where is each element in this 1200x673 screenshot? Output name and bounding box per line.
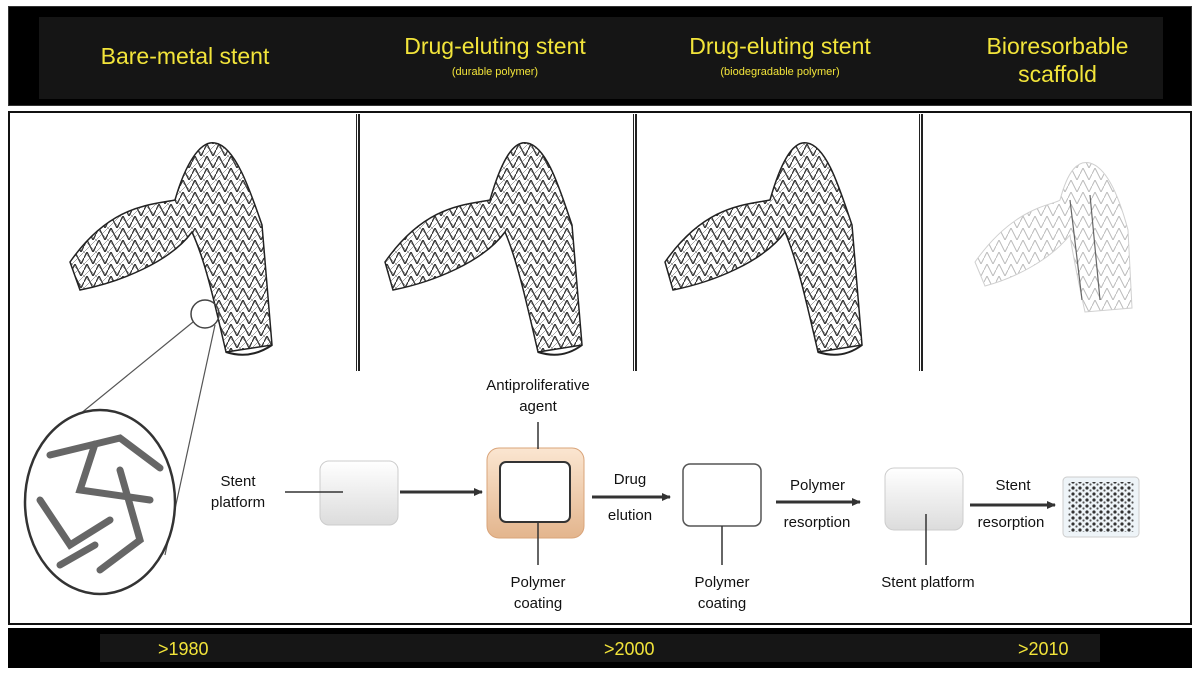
header-subtitle: (biodegradable polymer): [720, 66, 840, 78]
header-title: Bare-metal stent: [100, 43, 270, 69]
column-divider: [919, 114, 923, 371]
header-title: Bioresorbable scaffold: [986, 33, 1129, 87]
label-polymer: Polymer: [789, 477, 845, 494]
era-1980: >1980: [158, 639, 209, 659]
label-drug: Drug: [613, 471, 647, 488]
header-inner: [39, 17, 1163, 99]
box-resorbed-particles: [1062, 476, 1140, 538]
box-bare-platform: [884, 467, 964, 531]
label-elution: elution: [607, 507, 653, 524]
header-bare-metal: Bare-metal stent: [70, 42, 300, 70]
label-polymer-coating-2: Polymer coating: [694, 574, 750, 612]
stent-illustration-bioresorbable: [974, 162, 1133, 313]
column-divider: [633, 114, 637, 371]
header-title: Drug-eluting stent: [404, 33, 586, 59]
label-stent: Stent: [995, 477, 1031, 494]
header-des-durable: Drug-eluting stent (durable polymer): [370, 32, 620, 80]
label-stent-platform-right: Stent platform: [881, 574, 975, 591]
era-2010: >2010: [1018, 639, 1069, 659]
strut-closeup: [36, 434, 164, 574]
magnifier-callout: [23, 299, 220, 596]
stent-illustration-des-biodegradable: [664, 142, 863, 356]
header-bioresorbable: Bioresorbable scaffold: [975, 32, 1140, 88]
label-stent-platform-left: Stent platform: [210, 473, 266, 511]
label-resorption-1: resorption: [783, 514, 851, 531]
stent-illustration-bare-metal: [69, 142, 273, 356]
era-2000: >2000: [604, 639, 655, 659]
box-stent-platform: [319, 460, 399, 526]
column-divider: [356, 114, 360, 371]
timeline-bar: [8, 628, 1192, 668]
label-resorption-2: resorption: [977, 514, 1045, 531]
label-polymer-coating-1: Polymer coating: [510, 574, 566, 612]
header-des-biodegradable: Drug-eluting stent (biodegradable polyme…: [655, 32, 905, 80]
stent-illustration-des-durable: [384, 142, 583, 356]
header-subtitle: (durable polymer): [451, 66, 539, 78]
header-title: Drug-eluting stent: [689, 33, 871, 59]
label-antiproliferative-agent: Antiproliferative agent: [486, 377, 590, 415]
box-coated-stent: [486, 447, 585, 539]
timeline-inner: [100, 634, 1100, 662]
header-bar: [8, 6, 1192, 106]
box-polymer-coated: [682, 463, 762, 527]
